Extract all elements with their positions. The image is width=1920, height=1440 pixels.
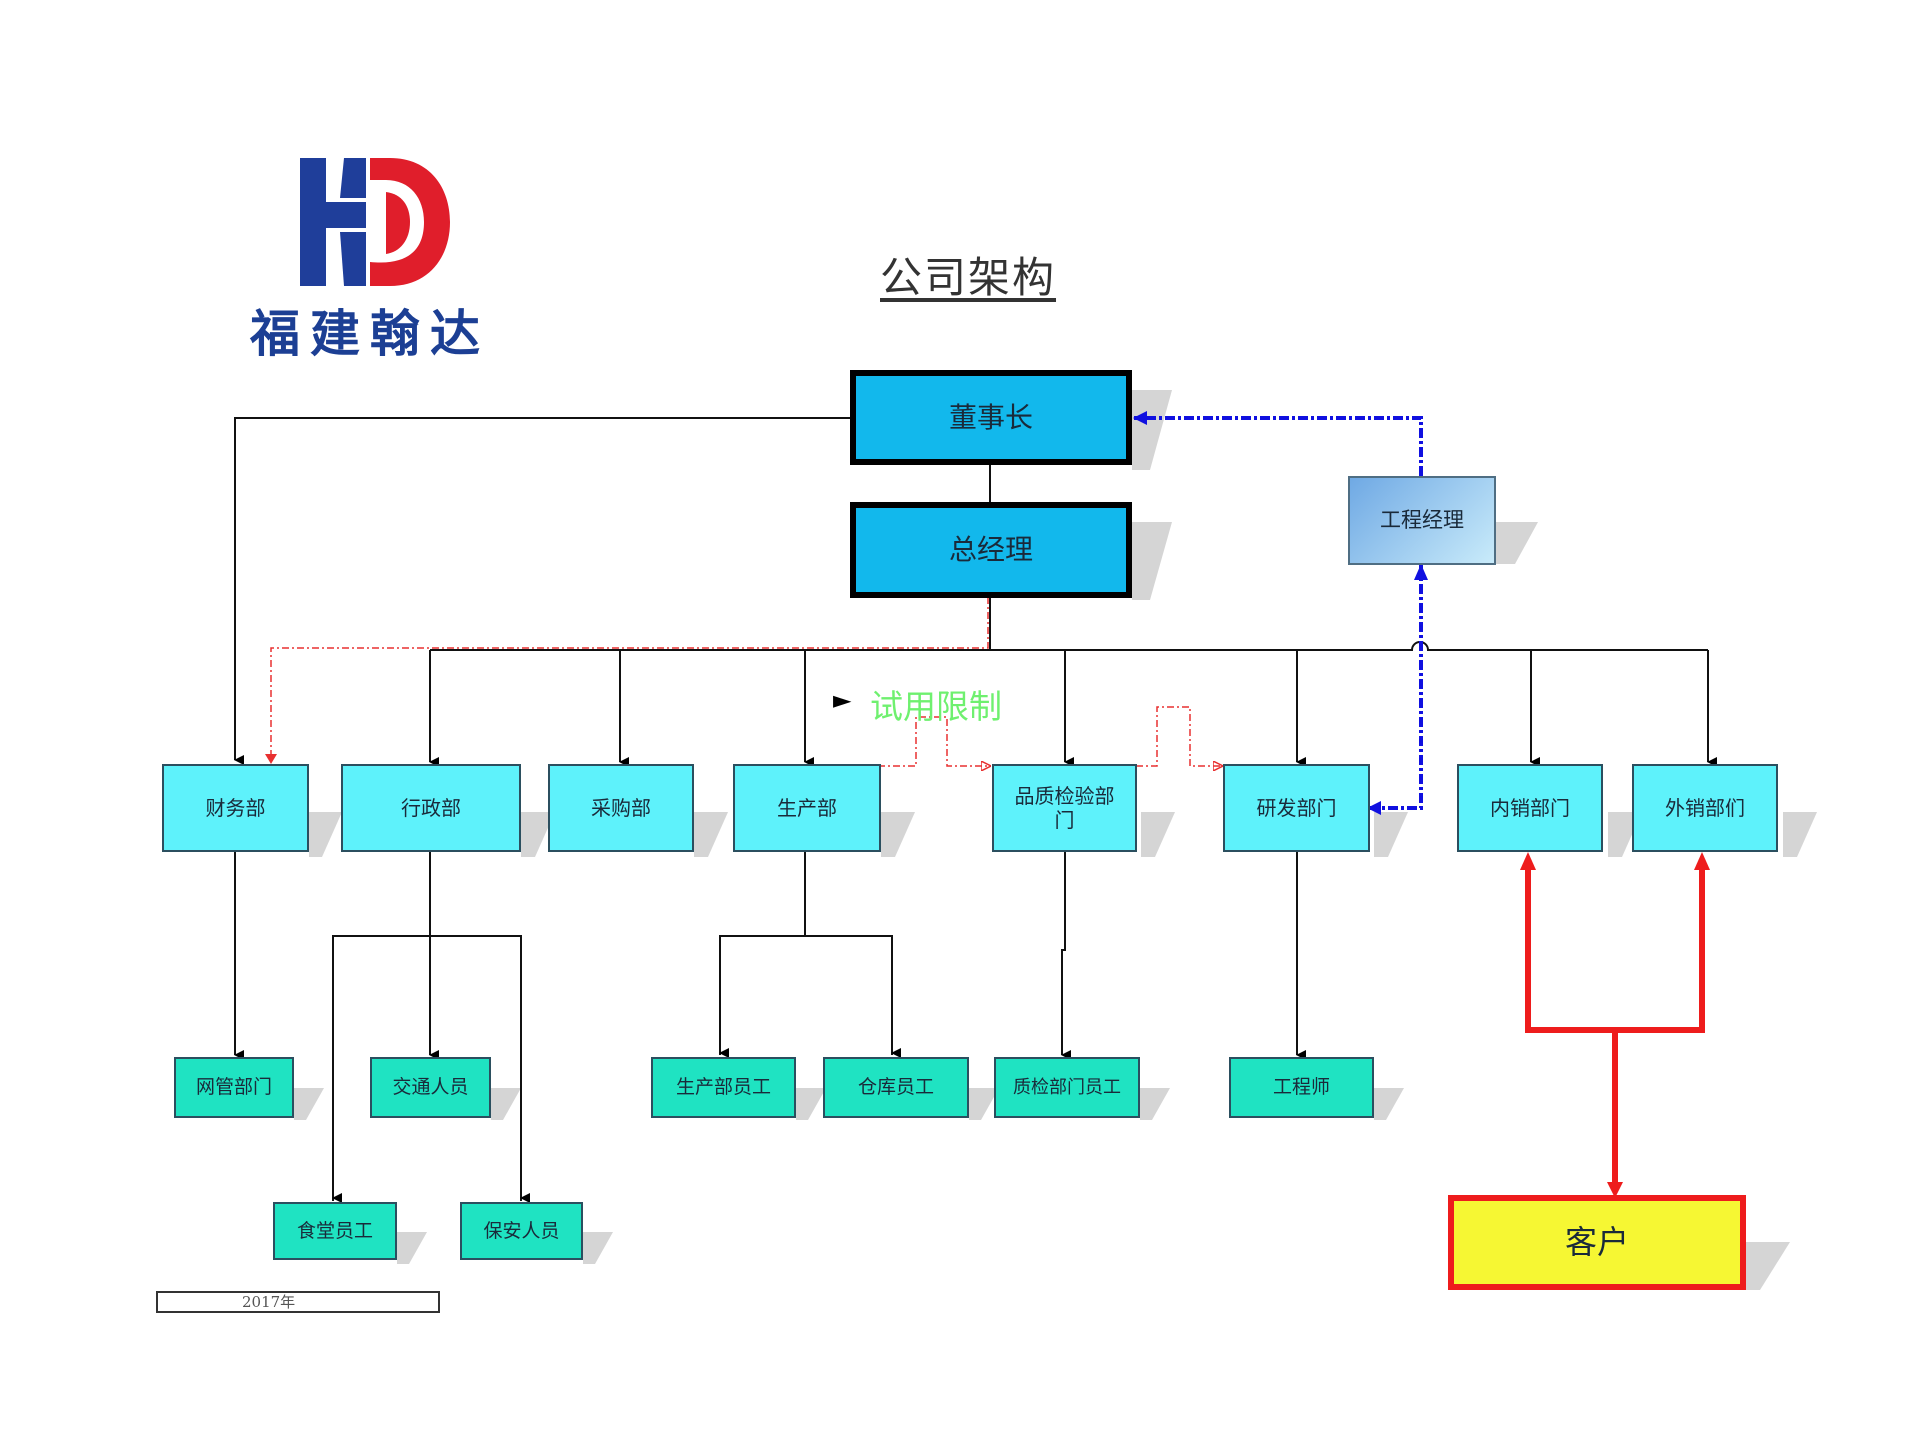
node-production[interactable]: 生产部	[733, 764, 881, 852]
node-customer[interactable]: 客户	[1448, 1195, 1746, 1290]
node-qc-staff[interactable]: 质检部门员工	[994, 1057, 1140, 1118]
node-finance[interactable]: 财务部	[162, 764, 309, 852]
node-foreign-sales[interactable]: 外销部们	[1632, 764, 1778, 852]
node-domestic-sales[interactable]: 内销部门	[1457, 764, 1603, 852]
node-project-manager[interactable]: 工程经理	[1348, 476, 1496, 565]
pointer-icon: ►	[833, 686, 852, 714]
node-quality[interactable]: 品质检验部门	[992, 764, 1137, 852]
page-title: 公司架构	[880, 253, 1057, 302]
logo-mark	[300, 158, 450, 286]
node-engineer[interactable]: 工程师	[1229, 1057, 1374, 1118]
node-general-manager[interactable]: 总经理	[850, 502, 1132, 598]
node-admin[interactable]: 行政部	[341, 764, 521, 852]
year-label: 2017年	[156, 1291, 440, 1313]
node-warehouse[interactable]: 仓库员工	[823, 1057, 969, 1118]
node-rnd[interactable]: 研发部门	[1223, 764, 1370, 852]
node-canteen[interactable]: 食堂员工	[273, 1202, 397, 1260]
node-security[interactable]: 保安人员	[460, 1202, 583, 1260]
node-network[interactable]: 网管部门	[174, 1057, 294, 1118]
node-transport[interactable]: 交通人员	[370, 1057, 491, 1118]
node-purchasing[interactable]: 采购部	[548, 764, 694, 852]
project-manager-lines	[1133, 411, 1423, 815]
node-chairman[interactable]: 董事长	[850, 370, 1132, 465]
node-shadows	[294, 390, 1817, 1290]
trial-dashed-lines	[270, 597, 1222, 766]
node-prod-staff[interactable]: 生产部员工	[651, 1057, 796, 1118]
customer-lines	[1525, 866, 1705, 1190]
trial-notice: 试用限制	[870, 687, 1002, 726]
logo-text: 福建翰达	[250, 305, 490, 363]
